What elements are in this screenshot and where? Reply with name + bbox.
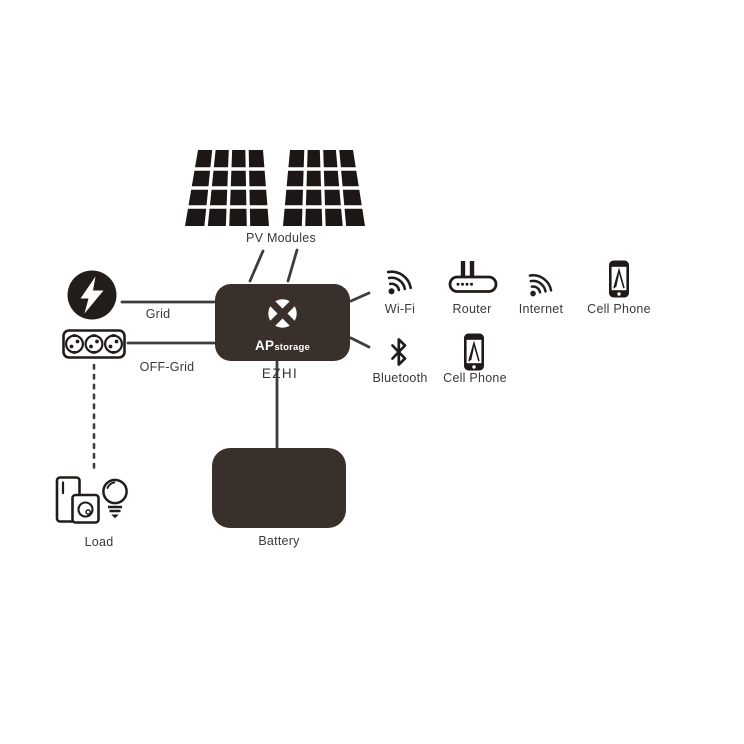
light-bulb-icon <box>102 478 128 519</box>
load-label: Load <box>84 535 114 549</box>
cellphone-bottom-label: Cell Phone <box>443 371 507 385</box>
router-label: Router <box>452 302 492 316</box>
bluetooth-label: Bluetooth <box>372 371 428 385</box>
power-strip-icon <box>62 329 126 359</box>
battery-icon <box>212 448 346 528</box>
logo-storage-text: storage <box>274 342 311 353</box>
grid-label: Grid <box>145 307 171 321</box>
pv-to-device-line-left <box>248 249 265 283</box>
logo-ap-text: AP <box>254 338 275 353</box>
wifi-icon <box>386 270 413 295</box>
wifi-label: Wi-Fi <box>384 302 416 316</box>
bluetooth-icon <box>391 338 407 366</box>
apstorage-logo-icon <box>264 295 301 332</box>
internet-icon <box>528 274 553 297</box>
grid-power-icon <box>67 270 117 320</box>
router-icon <box>448 261 498 293</box>
lightning-bolt-icon <box>80 276 104 314</box>
load-appliance-icon <box>55 476 100 524</box>
offgrid-label: OFF-Grid <box>139 360 195 374</box>
internet-label: Internet <box>518 302 564 316</box>
pv-modules-icon <box>180 148 372 228</box>
pv-to-device-line-right <box>286 248 299 283</box>
pv-modules-label: PV Modules <box>246 231 316 245</box>
cellphone-icon-bottom <box>464 333 484 371</box>
cellphone-icon-top <box>609 260 629 298</box>
device-to-bluetooth-line <box>349 336 371 349</box>
device-to-wifi-line <box>349 291 371 303</box>
battery-label: Battery <box>258 534 300 548</box>
ezhi-label: EZHI <box>261 366 299 381</box>
cellphone-top-label: Cell Phone <box>587 302 651 316</box>
